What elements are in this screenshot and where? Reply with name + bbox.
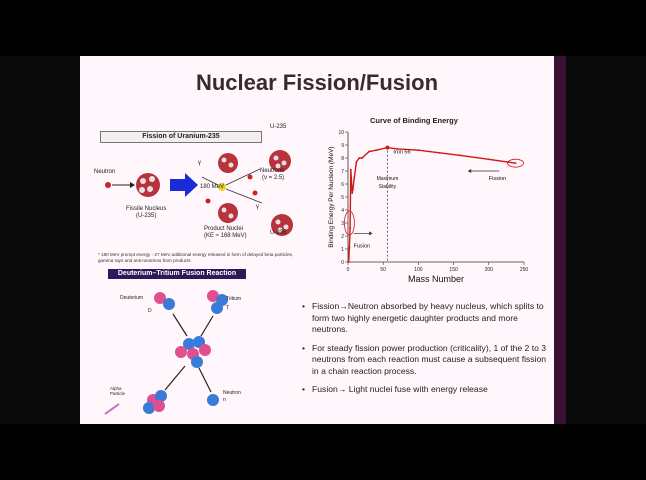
u235-top-label: U-235 — [270, 124, 287, 130]
fission-arrowhead — [467, 169, 472, 173]
tritium-label: Tritium — [226, 296, 242, 302]
data-point — [375, 149, 378, 152]
x-tick-label: 250 — [520, 267, 529, 273]
data-point — [361, 157, 363, 159]
alpha-label: Alpha Particle — [110, 386, 126, 396]
fusion-header: Deuterium–Tritium Fusion Reaction — [108, 269, 246, 279]
chart-title: Curve of Binding Energy — [370, 116, 458, 125]
data-point — [351, 192, 354, 194]
y-tick-label: 4 — [341, 208, 344, 214]
y-tick-label: 9 — [341, 143, 344, 149]
annotation-max-stability: Maximum — [377, 176, 399, 182]
fusion-region-ellipse — [344, 210, 355, 236]
neutrons-label: Neutrons — [260, 168, 285, 174]
data-point — [349, 227, 352, 230]
y-tick-label: 3 — [341, 221, 344, 227]
neutrons-sub-label: (ν = 2.5) — [262, 175, 285, 181]
data-point — [355, 161, 358, 163]
annotation-max-stability-2: Stability — [379, 184, 397, 190]
product-nuclei-label: Product Nuclei — [204, 226, 244, 232]
annotation-fusion: Fusion — [354, 244, 371, 250]
energy-label: 180 MeV — [200, 184, 225, 190]
x-tick-label: 150 — [449, 267, 458, 273]
annotation-iron56: Iron 56 — [393, 150, 410, 156]
y-tick-label: 10 — [338, 130, 344, 136]
fission-header: Fission of Uranium-235 — [100, 131, 262, 143]
gamma-label-1: γ — [198, 160, 201, 166]
data-point — [514, 162, 517, 165]
y-tick-label: 2 — [341, 234, 344, 240]
product-nucleus-bottom-icon — [218, 203, 238, 223]
neutron-label: Neutron — [94, 169, 116, 175]
bullet-criticality: For steady fission power production (cri… — [302, 343, 550, 378]
data-point — [358, 157, 361, 159]
y-tick-label: 0 — [341, 260, 344, 266]
binding-energy-curve — [348, 146, 516, 263]
product-sub-label: (KE ≈ 168 MeV) — [204, 233, 247, 239]
data-point — [396, 148, 399, 150]
data-point — [349, 168, 352, 171]
data-point — [417, 149, 420, 152]
fissile-nucleus-label: Fissile Nucleus — [126, 206, 167, 212]
fission-graphic — [105, 150, 293, 236]
neutron-dot — [105, 182, 111, 188]
data-point — [353, 176, 356, 179]
bullet-fission: Fission→Neutron absorbed by heavy nucleu… — [302, 301, 550, 336]
data-point — [347, 261, 350, 263]
n-label: n — [223, 397, 226, 403]
x-tick-label: 50 — [380, 267, 386, 273]
video-letterbox-top — [0, 0, 646, 56]
frame-edge — [554, 56, 566, 424]
presentation-slide: Nuclear Fission/Fusion Fission of Uraniu… — [80, 56, 554, 424]
y-axis-label: Binding Energy Per Nucleon (MeV) — [328, 146, 335, 247]
x-tick-label: 100 — [414, 267, 423, 273]
y-tick-label: 1 — [341, 247, 344, 253]
data-point — [352, 188, 354, 191]
fissile-sub-label: (U-235) — [136, 213, 157, 219]
data-point — [438, 151, 441, 154]
fusion-arrowhead — [369, 231, 373, 236]
gamma-label-2: γ — [256, 204, 259, 210]
data-point — [348, 246, 351, 249]
x-tick-label: 200 — [485, 267, 494, 273]
video-frame: Nuclear Fission/Fusion Fission of Uraniu… — [0, 56, 646, 424]
fusion-neutron-label: Neutron — [223, 390, 241, 396]
reaction-arrow-icon — [170, 173, 198, 197]
bullet-fusion: Fusion→ Light nuclei fuse with energy re… — [302, 384, 550, 396]
iron56-marker — [385, 145, 390, 150]
y-tick-label: 8 — [341, 156, 344, 162]
fission-footnote: * 180 MeV prompt energy - 27 MeV additio… — [98, 252, 294, 263]
deuterium-label: Deuterium — [120, 295, 144, 301]
x-axis-label: Mass Number — [408, 274, 464, 284]
data-point — [487, 158, 490, 161]
u235-top-icon — [269, 150, 291, 172]
t-label: T — [226, 305, 230, 311]
data-point — [459, 154, 462, 157]
slide-title: Nuclear Fission/Fusion — [195, 70, 439, 95]
fissile-nucleus-icon — [136, 173, 160, 197]
u235-bottom-icon — [271, 214, 293, 236]
data-point — [368, 150, 371, 153]
bullet-list: Fission→Neutron absorbed by heavy nucleu… — [302, 301, 550, 403]
y-tick-label: 7 — [341, 169, 344, 175]
u235-bottom-label: U-235 — [270, 230, 287, 236]
product-nucleus-top-icon — [218, 153, 238, 173]
annotation-fission: Fission — [489, 176, 506, 182]
y-tick-label: 6 — [341, 182, 344, 188]
d-label: D — [148, 308, 152, 314]
y-tick-label: 5 — [341, 195, 344, 201]
fusion-graphic — [104, 290, 228, 415]
fission-region-ellipse — [507, 158, 524, 168]
x-tick-label: 0 — [347, 267, 350, 273]
